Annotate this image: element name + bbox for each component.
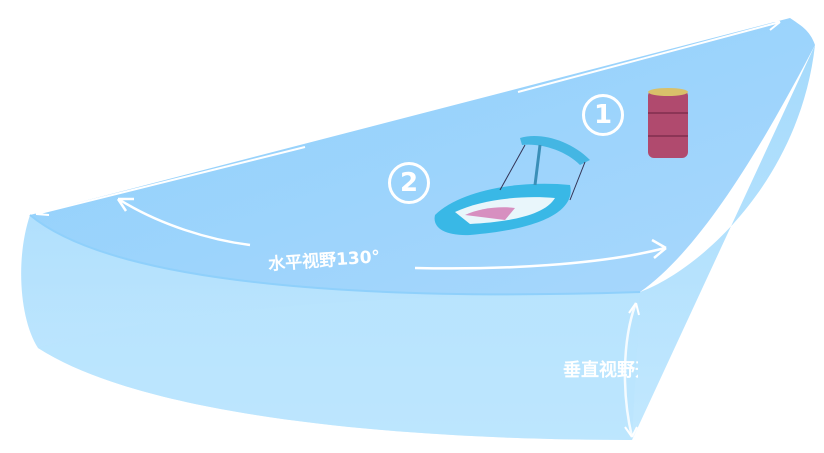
horizontal-fov-arrow [119, 198, 251, 247]
marker-2-boat: 2 [388, 162, 430, 204]
top-face [30, 18, 815, 295]
marker-1-barrel: 1 [582, 94, 624, 136]
vertical-fov-arrow [623, 302, 638, 438]
vertical-fov-label: 垂直视野开 [563, 360, 638, 381]
front-band [38, 292, 640, 440]
boat-icon [434, 136, 590, 236]
max-distance-arrow [35, 146, 306, 215]
barrel-icon [648, 88, 688, 158]
